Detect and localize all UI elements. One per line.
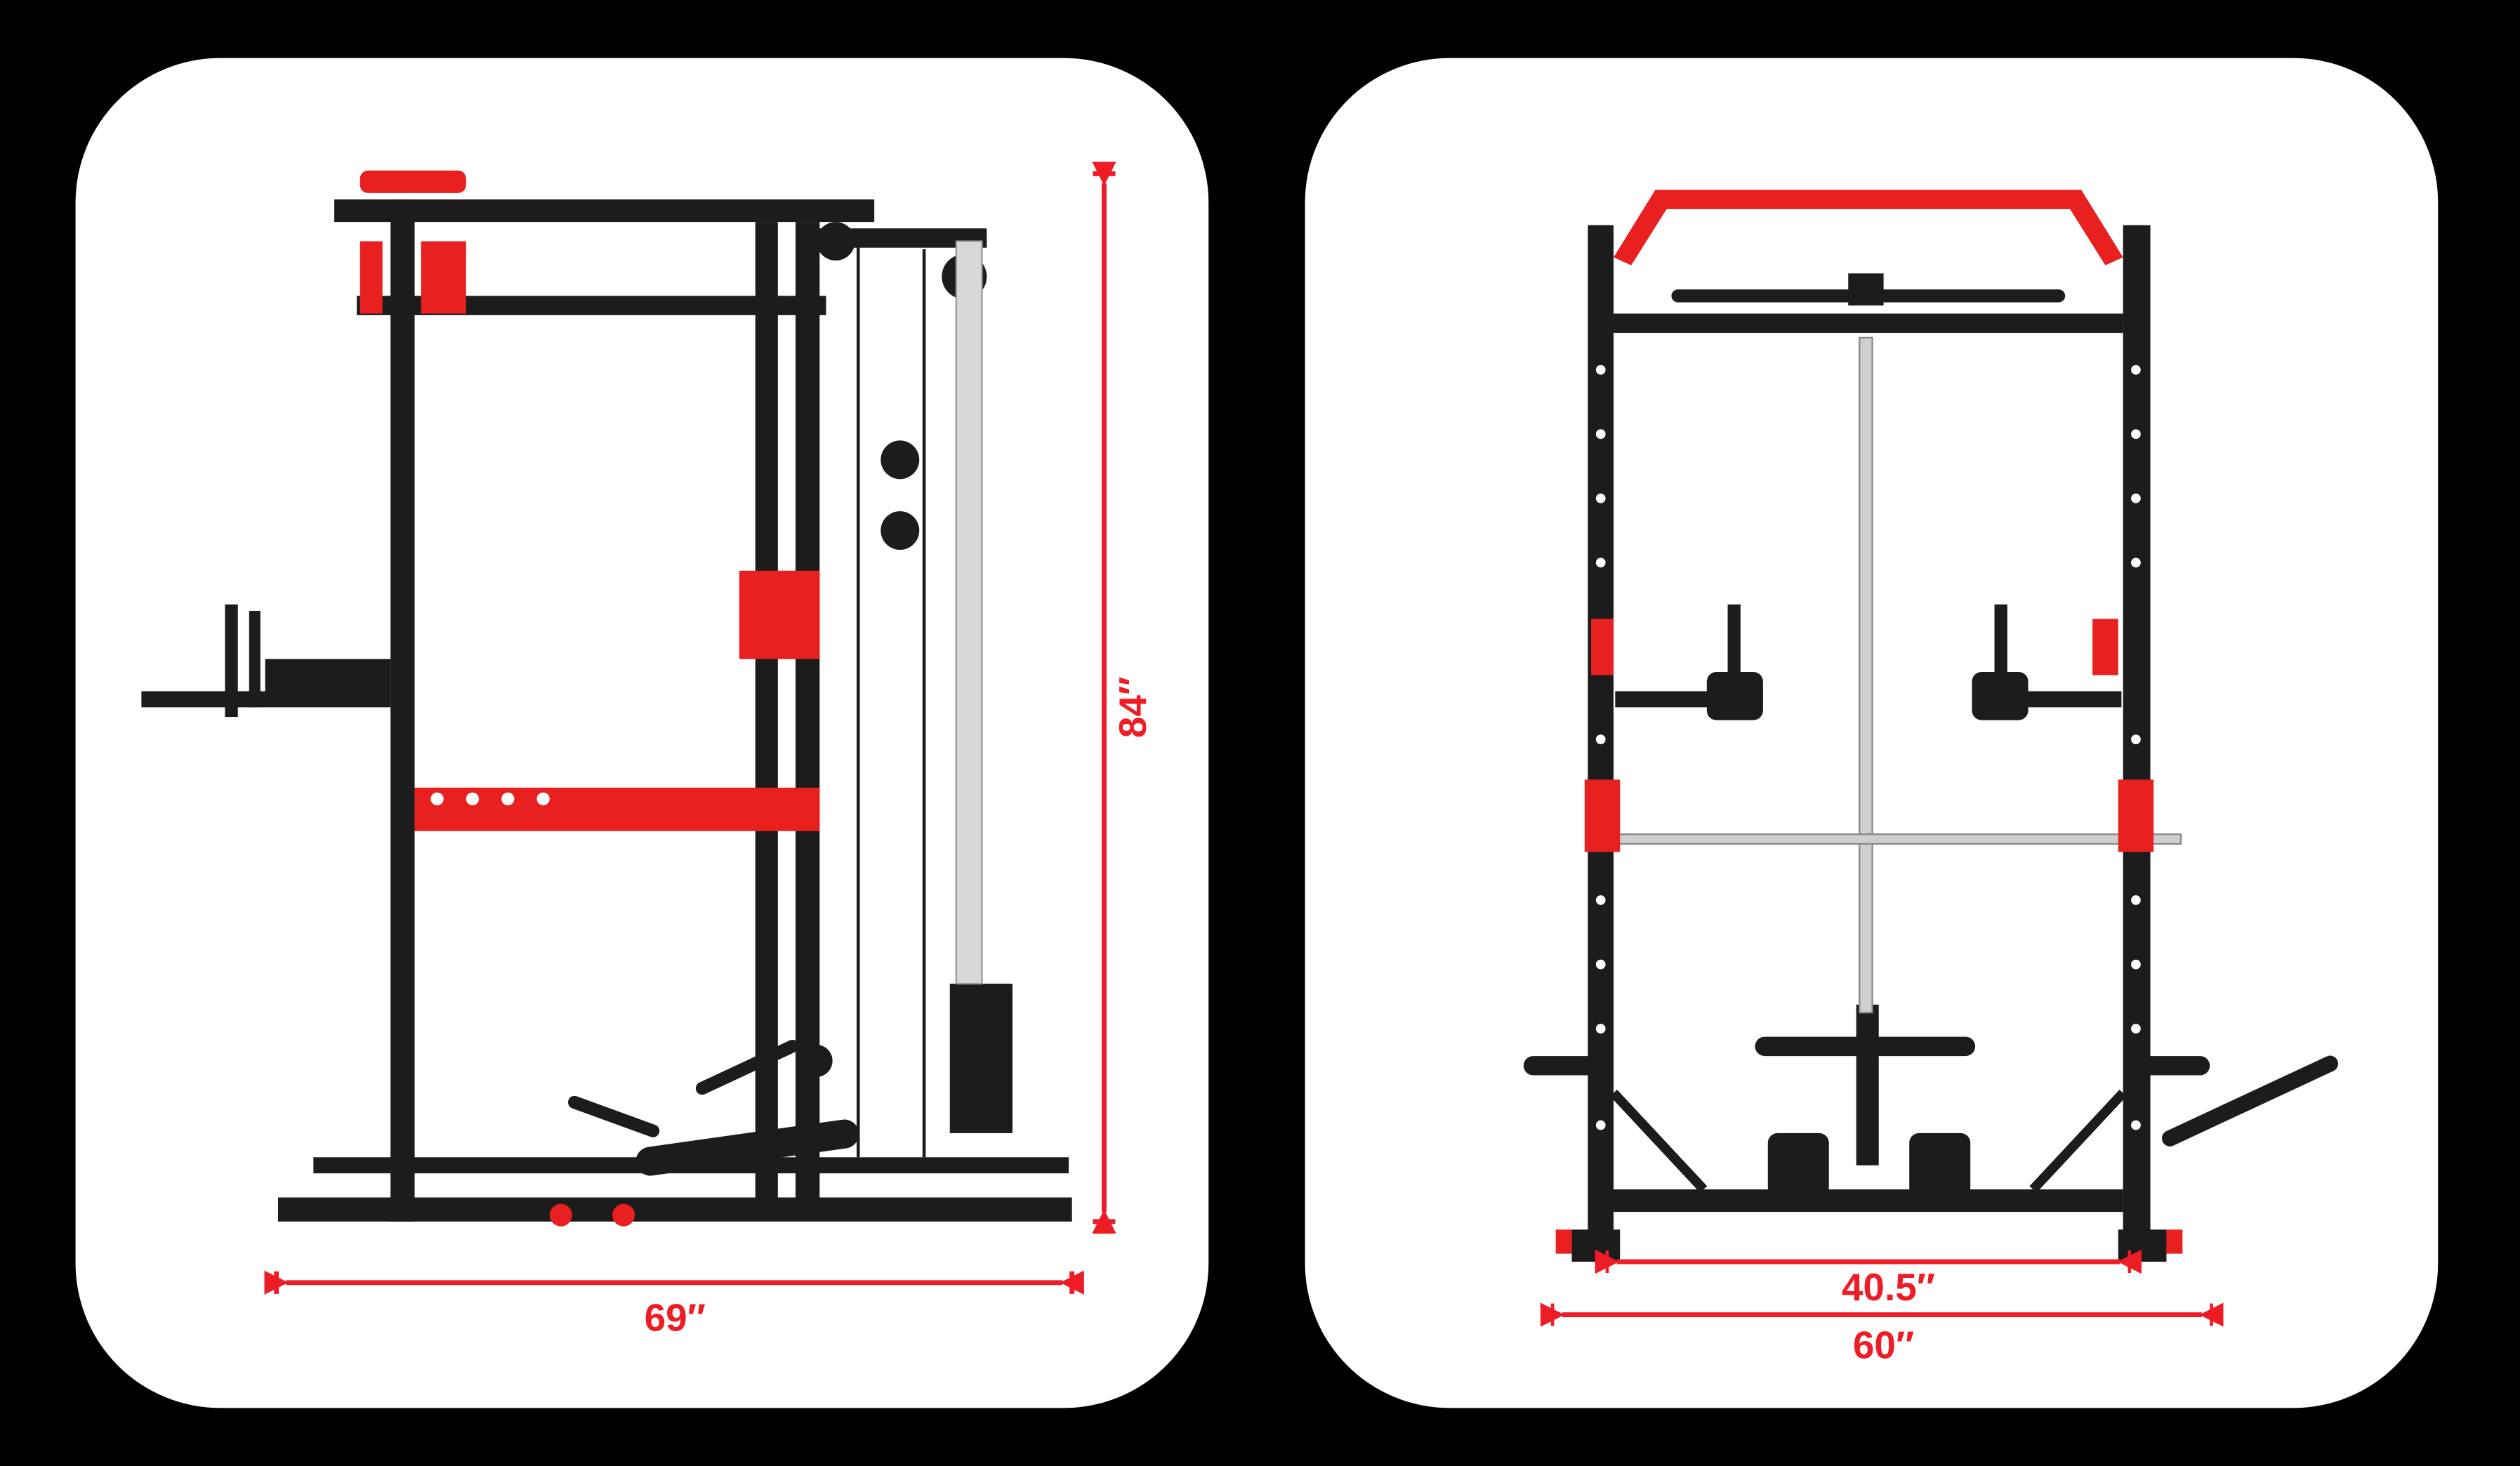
height-dimension-label: 84″ — [1111, 677, 1154, 738]
lat-cable-rod — [1859, 336, 1873, 1014]
cable-guide-rod — [955, 240, 983, 985]
upright-holes — [1595, 364, 2141, 1130]
depth-dimension-label: 69″ — [645, 1295, 706, 1339]
power-rack-side-view — [141, 199, 1072, 1222]
side-view-panel: 84″ 69″ — [75, 58, 1209, 1408]
front-view-panel: 40.5″ 60″ — [1305, 58, 2439, 1408]
red-accents-side — [359, 170, 820, 1227]
crossbar-holes — [430, 792, 550, 806]
red-accents-front — [1555, 190, 2183, 1254]
barbell — [1606, 833, 2182, 845]
inner-width-dimension-label: 40.5″ — [1842, 1265, 1935, 1309]
outer-width-dimension-label: 60″ — [1853, 1323, 1914, 1366]
